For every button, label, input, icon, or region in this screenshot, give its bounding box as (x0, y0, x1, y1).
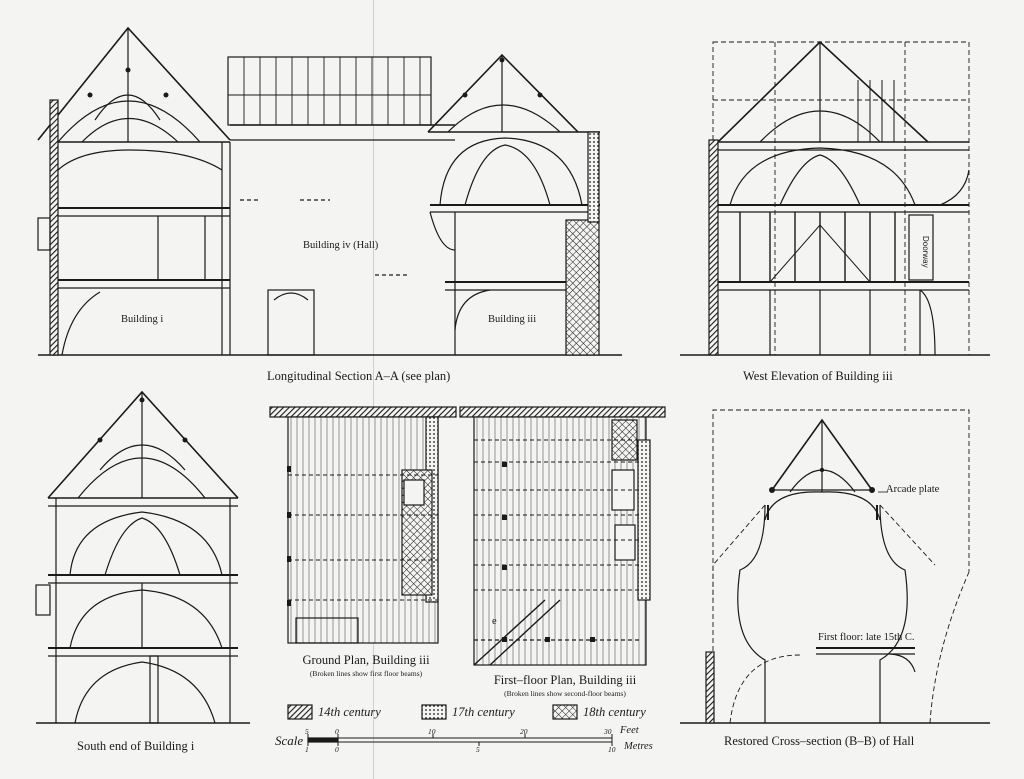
scale-bar (307, 734, 613, 746)
ground-plan (269, 406, 457, 644)
scale-metre-tick: 5 (476, 745, 480, 754)
label-building-iii: Building iii (488, 314, 537, 325)
south-end-drawing (35, 390, 250, 724)
legend-label-17th: 17th century (452, 705, 515, 719)
longitudinal-section (37, 26, 622, 356)
caption-first-floor-plan-note: (Broken lines show second-floor beams) (504, 689, 626, 698)
scale-metre-tick: 0 (335, 745, 339, 754)
scale-metres-unit: Metres (624, 741, 653, 752)
west-elevation (680, 40, 990, 356)
scale-feet-tick: 0 (335, 727, 339, 736)
scale-feet-unit: Feet (620, 725, 639, 736)
legend-swatches (287, 704, 578, 720)
scale-metre-tick: 10 (608, 745, 616, 754)
scale-feet-tick: 5 (305, 727, 309, 736)
legend-label-18th: 18th century (583, 705, 646, 719)
first-floor-plan (459, 406, 666, 666)
caption-ground-plan: Ground Plan, Building iii (302, 653, 430, 667)
label-building-i: Building i (121, 314, 164, 325)
label-first-floor-note: First floor: late 15th C. (818, 632, 915, 643)
scale-title: Scale (275, 733, 304, 748)
legend-swatch-14th (287, 704, 313, 720)
caption-south-end: South end of Building i (77, 739, 195, 753)
paper-fold-line (373, 0, 374, 779)
scale-metre-tick: 1 (305, 745, 309, 754)
caption-first-floor-plan: First–floor Plan, Building iii (493, 673, 637, 687)
label-building-iv: Building iv (Hall) (303, 240, 379, 251)
caption-cross-section: Restored Cross–section (B–B) of Hall (724, 734, 915, 748)
scale-feet-tick: 30 (604, 727, 612, 736)
label-arcade-plate: Arcade plate (886, 484, 940, 495)
cross-section (680, 409, 990, 724)
scale-feet-tick: 20 (520, 727, 528, 736)
label-doorway: Doorway (921, 236, 930, 268)
caption-ground-plan-note: (Broken lines show first floor beams) (309, 669, 423, 678)
legend-label-14th: 14th century (318, 705, 381, 719)
caption-longitudinal: Longitudinal Section A–A (see plan) (267, 369, 451, 383)
caption-west-elevation: West Elevation of Building iii (743, 369, 893, 383)
scale-feet-tick: 10 (428, 727, 436, 736)
plan-mark: e (492, 616, 497, 627)
legend-swatch-18th (552, 704, 578, 720)
legend-swatch-17th (421, 704, 447, 720)
